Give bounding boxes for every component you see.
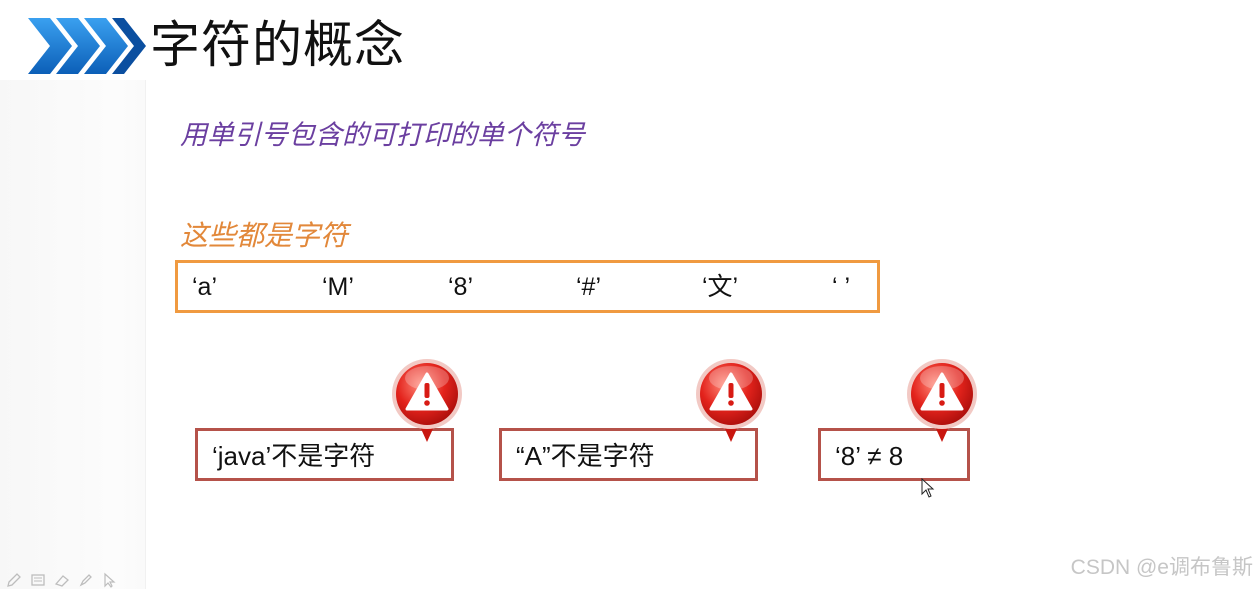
note-box: ‘8’ ≠ 8	[818, 428, 970, 481]
note-text: “A”不是字符	[516, 441, 655, 471]
warning-badge-icon	[907, 359, 977, 442]
warning-badge-icon	[392, 359, 462, 442]
slide-subtitle: 用单引号包含的可打印的单个符号	[180, 120, 585, 151]
chevron-arrows-icon	[28, 18, 146, 74]
example-char: ‘ ’	[832, 273, 851, 301]
note-box: “A”不是字符	[499, 428, 758, 481]
examples-label: 这些都是字符	[180, 219, 349, 252]
note-box: ‘java’不是字符	[195, 428, 454, 481]
example-char: ‘文’	[702, 273, 739, 301]
example-char: ‘#’	[576, 273, 602, 301]
presentation-toolbar	[6, 572, 156, 589]
mouse-cursor-icon	[921, 478, 935, 498]
slide-title: 字符的概念	[150, 16, 405, 74]
eraser-icon[interactable]	[54, 572, 70, 588]
example-char: ‘8’	[448, 273, 474, 301]
pointer-icon[interactable]	[102, 572, 118, 588]
watermark: CSDN @e调布鲁斯	[1070, 556, 1253, 579]
example-char: ‘a’	[192, 273, 218, 301]
note-text: ‘java’不是字符	[212, 441, 376, 471]
warning-badge-icon	[696, 359, 766, 442]
slides-icon[interactable]	[30, 572, 46, 588]
example-char: ‘M’	[322, 273, 354, 301]
highlighter-icon[interactable]	[78, 572, 94, 588]
examples-box: ‘a’ ‘M’ ‘8’ ‘#’ ‘文’ ‘ ’	[175, 260, 880, 313]
left-margin-panel	[0, 80, 146, 589]
pen-icon[interactable]	[6, 572, 22, 588]
note-text: ‘8’ ≠ 8	[835, 441, 904, 471]
